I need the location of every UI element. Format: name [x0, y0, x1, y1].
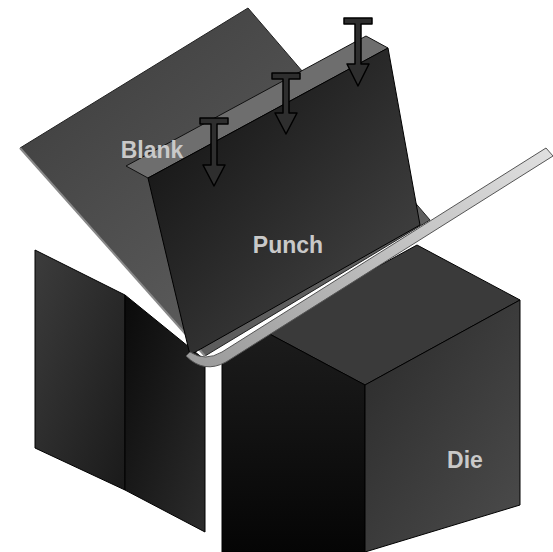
force-arrows [200, 18, 372, 186]
force-arrow [200, 118, 228, 186]
die-side-face [365, 300, 520, 552]
force-arrow [344, 18, 372, 86]
die-left-face [35, 250, 125, 490]
force-arrow [272, 73, 300, 134]
part-label: Blank [121, 139, 184, 162]
part-label: Die [447, 449, 483, 472]
die-front-face [222, 330, 365, 552]
part-label: Punch [253, 234, 323, 257]
blank-bent-wing [186, 148, 553, 367]
